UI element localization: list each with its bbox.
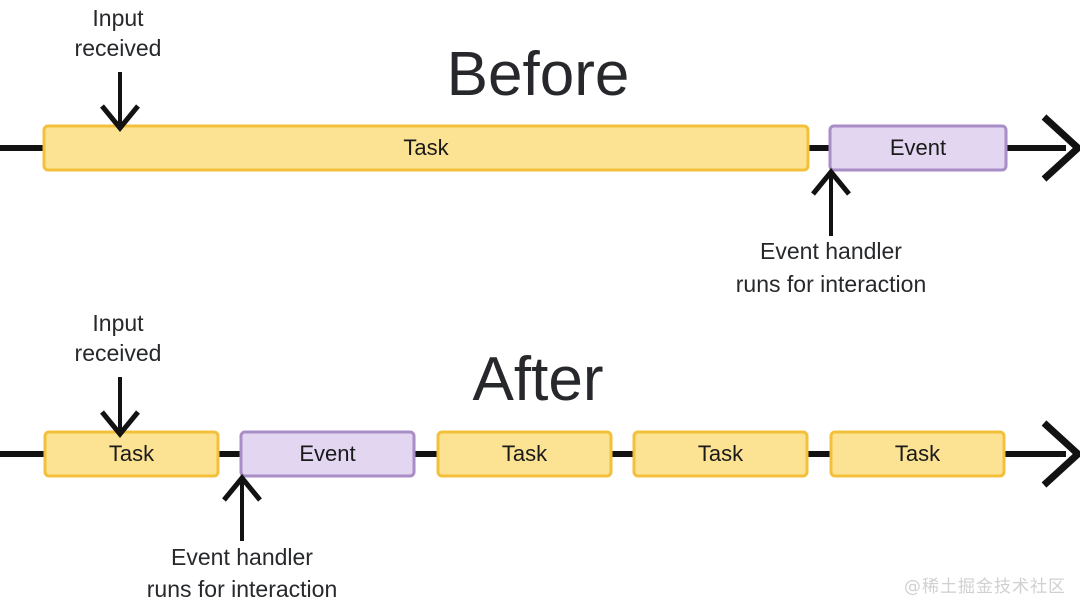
block-event-before-1[interactable]: Event — [828, 124, 1008, 172]
annotation-input-received-after: Input received — [75, 310, 162, 438]
annotation-event-handler-after: Event handler runs for interaction — [147, 474, 337, 602]
block-task-after-2[interactable]: Task — [436, 430, 613, 478]
annotation-line-2: received — [75, 340, 162, 366]
watermark: @稀土掘金技术社区 — [904, 577, 1066, 597]
event-block-rect[interactable] — [828, 124, 1008, 172]
annotation-pointer-head — [100, 410, 140, 438]
task-block-label: Task — [895, 441, 941, 466]
block-task-after-4[interactable]: Task — [829, 430, 1006, 478]
annotation-line-2: runs for interaction — [147, 576, 337, 602]
annotation-pointer-head — [811, 168, 851, 196]
task-block-rect[interactable] — [829, 430, 1006, 478]
block-task-after-0[interactable]: Task — [43, 430, 220, 478]
section-title-before: Before — [447, 40, 630, 109]
task-block-rect[interactable] — [43, 430, 220, 478]
annotation-line-2: runs for interaction — [736, 271, 926, 297]
block-task-before-0[interactable]: Task — [42, 124, 810, 172]
event-block-label: Event — [299, 441, 355, 466]
task-block-label: Task — [403, 135, 449, 160]
annotation-line-1: Input — [92, 5, 144, 31]
task-block-rect[interactable] — [42, 124, 810, 172]
annotation-pointer-head — [100, 104, 140, 132]
annotation-event-handler-before: Event handler runs for interaction — [736, 168, 926, 297]
annotation-line-1: Event handler — [760, 238, 902, 264]
section-title-after: After — [473, 345, 604, 414]
timeline-arrowhead-before — [1041, 114, 1080, 182]
task-block-rect[interactable] — [632, 430, 809, 478]
task-block-label: Task — [502, 441, 548, 466]
task-block-rect[interactable] — [436, 430, 613, 478]
event-block-rect[interactable] — [239, 430, 416, 478]
block-task-after-3[interactable]: Task — [632, 430, 809, 478]
annotation-pointer-head — [222, 474, 262, 502]
timeline-arrowhead-after — [1041, 420, 1080, 488]
annotation-input-received-before: Input received — [75, 5, 162, 132]
task-block-label: Task — [698, 441, 744, 466]
event-block-label: Event — [890, 135, 946, 160]
annotation-line-2: received — [75, 35, 162, 61]
block-event-after-1[interactable]: Event — [239, 430, 416, 478]
annotation-line-1: Input — [92, 310, 144, 336]
section-after: Task Event Task Task Task After Input receivedE… — [0, 310, 1080, 602]
annotation-line-1: Event handler — [171, 544, 313, 570]
task-block-label: Task — [109, 441, 155, 466]
